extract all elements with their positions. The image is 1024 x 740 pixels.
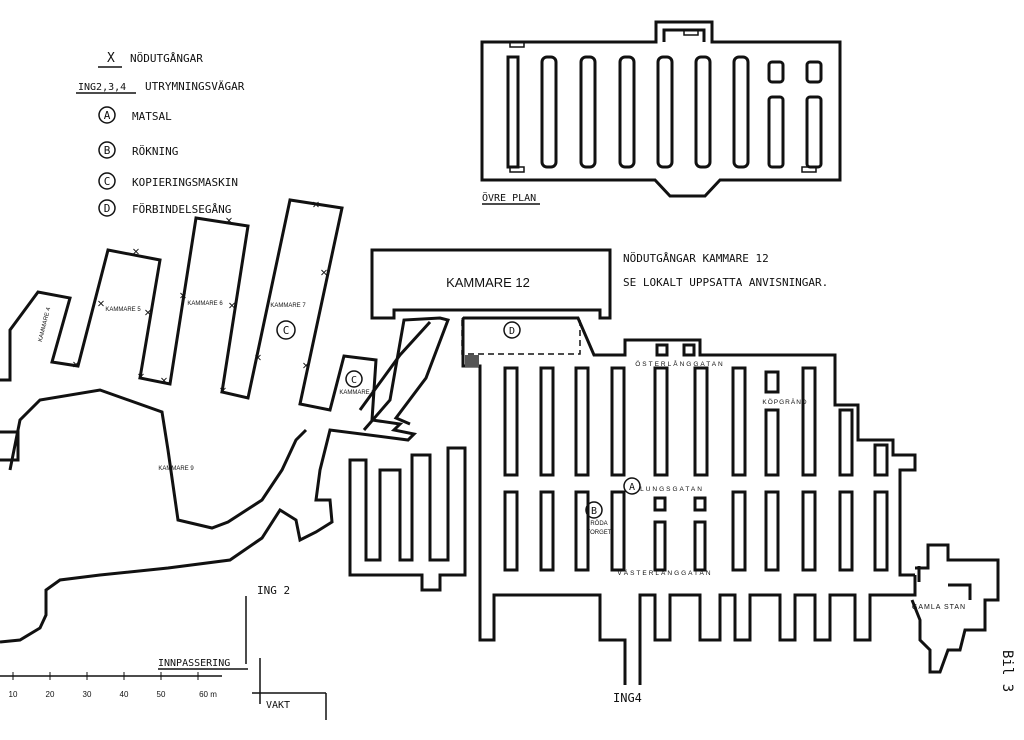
room-label-k6: KAMMARE 6: [187, 301, 223, 307]
exit-x-mark: ✕: [225, 213, 232, 227]
exit-x-mark: ✕: [312, 197, 319, 211]
legend-symbol-a: A: [104, 109, 111, 122]
exit-x-mark: ✕: [228, 298, 235, 312]
legend-symbol-b: B: [104, 144, 111, 157]
legend-symbol-d: D: [104, 202, 111, 215]
legend-text-forbindelsegang: FÖRBINDELSEGÅNG: [132, 203, 231, 216]
note: NÖDUTGÅNGAR KAMMARE 12 SE LOKALT UPPSATT…: [623, 252, 828, 289]
gamla-stan: GAMLA STAN: [910, 543, 1000, 674]
exit-x-mark: ✕: [137, 369, 144, 383]
entrance-innpassering: INNPASSERING: [158, 658, 230, 669]
entrance-vakt: VAKT: [266, 700, 290, 711]
exit-ing2: ING 2: [257, 584, 290, 597]
legend-symbol-x: X: [107, 51, 115, 66]
exit-x-mark: ✕: [132, 244, 139, 258]
room-label-k7: KAMMARE 7: [270, 303, 306, 309]
exit-x-mark: ✕: [72, 357, 79, 371]
street-torget: TORGET: [587, 530, 612, 536]
entrance: INNPASSERING VAKT: [158, 658, 327, 720]
marker-c-left: C: [283, 324, 290, 337]
legend: X NÖDUTGÅNGAR ING2,3,4 UTRYMNINGSVÄGAR A…: [76, 51, 245, 217]
room-label-k5: KAMMARE 5: [105, 307, 141, 313]
note-line-2: SE LOKALT UPPSATTA ANVISNINGAR.: [623, 276, 828, 289]
street-lungsgatan: LUNGSGATAN: [640, 486, 704, 493]
exit-x-mark: ✕: [97, 296, 104, 310]
room-label-k9: KAMMARE 9: [158, 466, 194, 472]
exit-x-mark: ✕: [302, 358, 309, 372]
room-label-k4: KAMMARE 4: [38, 306, 53, 342]
upper-plan-label: ÖVRE PLAN: [482, 191, 536, 204]
exit-x-mark: ✕: [179, 288, 186, 302]
street-osterlanggatan: ÖSTERLÅNGGATAN: [635, 359, 725, 368]
marker-c-k8: C: [351, 375, 357, 386]
scale-tick-label: 50: [157, 690, 166, 699]
exit-x-mark: ✕: [254, 350, 261, 364]
legend-text-rokning: RÖKNING: [132, 145, 178, 158]
street-gamla-stan: GAMLA STAN: [912, 604, 966, 611]
marker-b: B: [591, 506, 597, 517]
exit-ing4: ING4: [613, 691, 642, 705]
street-roda: RÖDA: [590, 520, 607, 527]
scale-tick-label: 40: [120, 690, 129, 699]
legend-symbol-ing: ING2,3,4: [78, 82, 126, 93]
exit-x-mark: ✕: [144, 305, 151, 319]
exit-x-mark: ✕: [160, 373, 167, 387]
legend-text-matsal: MATSAL: [132, 110, 172, 123]
marker-a: A: [629, 482, 635, 493]
street-kopgrand: KÖPGRÄND: [762, 398, 807, 406]
exit-x-mark: ✕: [219, 383, 226, 397]
scale-tick-label: 60 m: [199, 690, 217, 699]
main-hall: D ÖSTERLÅNGGATAN KÖPGRÄND LU: [348, 316, 917, 685]
scale-tick-label: 10: [9, 690, 18, 699]
room-label-k8: KAMMARE 8: [339, 390, 375, 396]
scale-tick-label: 20: [46, 690, 55, 699]
exits: ING 2 ING4: [245, 584, 642, 705]
note-line-1: NÖDUTGÅNGAR KAMMARE 12: [623, 252, 769, 265]
legend-text-utrymningsvagar: UTRYMNINGSVÄGAR: [145, 80, 245, 93]
scale-bar: 10 20 30 40 50 60 m: [0, 672, 222, 699]
sheet-label: Bil 3: [999, 650, 1015, 692]
exit-x-mark: ✕: [320, 265, 327, 279]
street-vasterlanggatan: VÄSTERLÅNGGATAN: [617, 568, 712, 577]
legend-symbol-c: C: [104, 175, 111, 188]
room-label-k12: KAMMARE 12: [446, 275, 530, 290]
scale-tick-label: 30: [83, 690, 92, 699]
legend-text-nodutgangar: NÖDUTGÅNGAR: [130, 52, 203, 65]
kammare-12: KAMMARE 12: [370, 248, 612, 320]
upper-plan: ÖVRE PLAN: [480, 20, 842, 205]
legend-text-kopieringsmaskin: KOPIERINGSMASKIN: [132, 176, 238, 189]
marker-d: D: [509, 326, 515, 337]
